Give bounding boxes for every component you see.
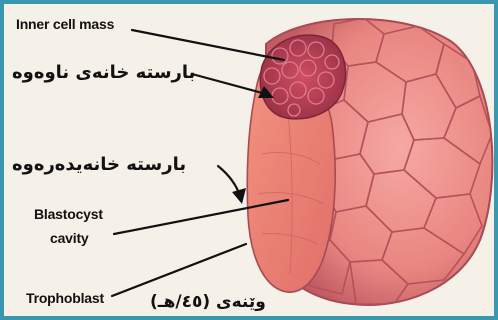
- trophoblast-pointer: [112, 244, 246, 296]
- arrow-head: [232, 188, 246, 204]
- trophoblast-label: Trophoblast: [26, 290, 104, 306]
- inner-cell-mass-label: Inner cell mass: [16, 16, 114, 32]
- blastocyst-cavity-label-line2: cavity: [50, 230, 89, 246]
- inner-cell-mass-ku-arrow: [192, 74, 266, 94]
- inner-cell-mass-pointer: [132, 30, 284, 60]
- blastocyst-cavity-label-line1: Blastocyst: [34, 206, 103, 222]
- trophoblast-kurdish-label: بارستە خانەیدەرەوە: [12, 154, 186, 175]
- figure-caption: وێنەی (٤٥/هـ): [150, 292, 266, 312]
- inner-cell-mass-kurdish-label: بارستە خانەی ناوەوە: [12, 62, 195, 83]
